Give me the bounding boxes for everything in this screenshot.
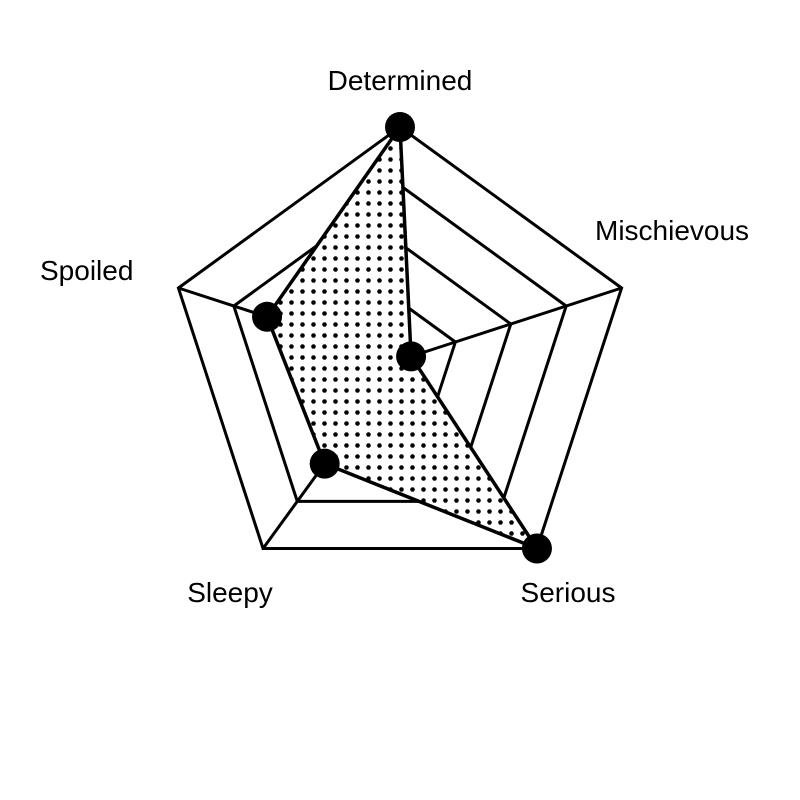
data-point-sleepy [309,448,340,479]
series-area [265,121,542,553]
data-point-serious [521,533,552,564]
radar-series [252,112,552,564]
axis-label-mischievous: Mischievous [595,215,749,246]
axis-label-spoiled: Spoiled [40,255,133,286]
axis-label-serious: Serious [521,577,616,608]
axis-label-determined: Determined [328,65,473,96]
grid-ring-3 [232,183,568,503]
data-point-spoiled [252,301,283,332]
data-point-mischievous [396,341,427,372]
axis-label-sleepy: Sleepy [187,577,273,608]
data-point-determined [385,112,415,142]
grid-ring-4 [176,125,624,551]
spoke-mischievous [399,286,623,362]
